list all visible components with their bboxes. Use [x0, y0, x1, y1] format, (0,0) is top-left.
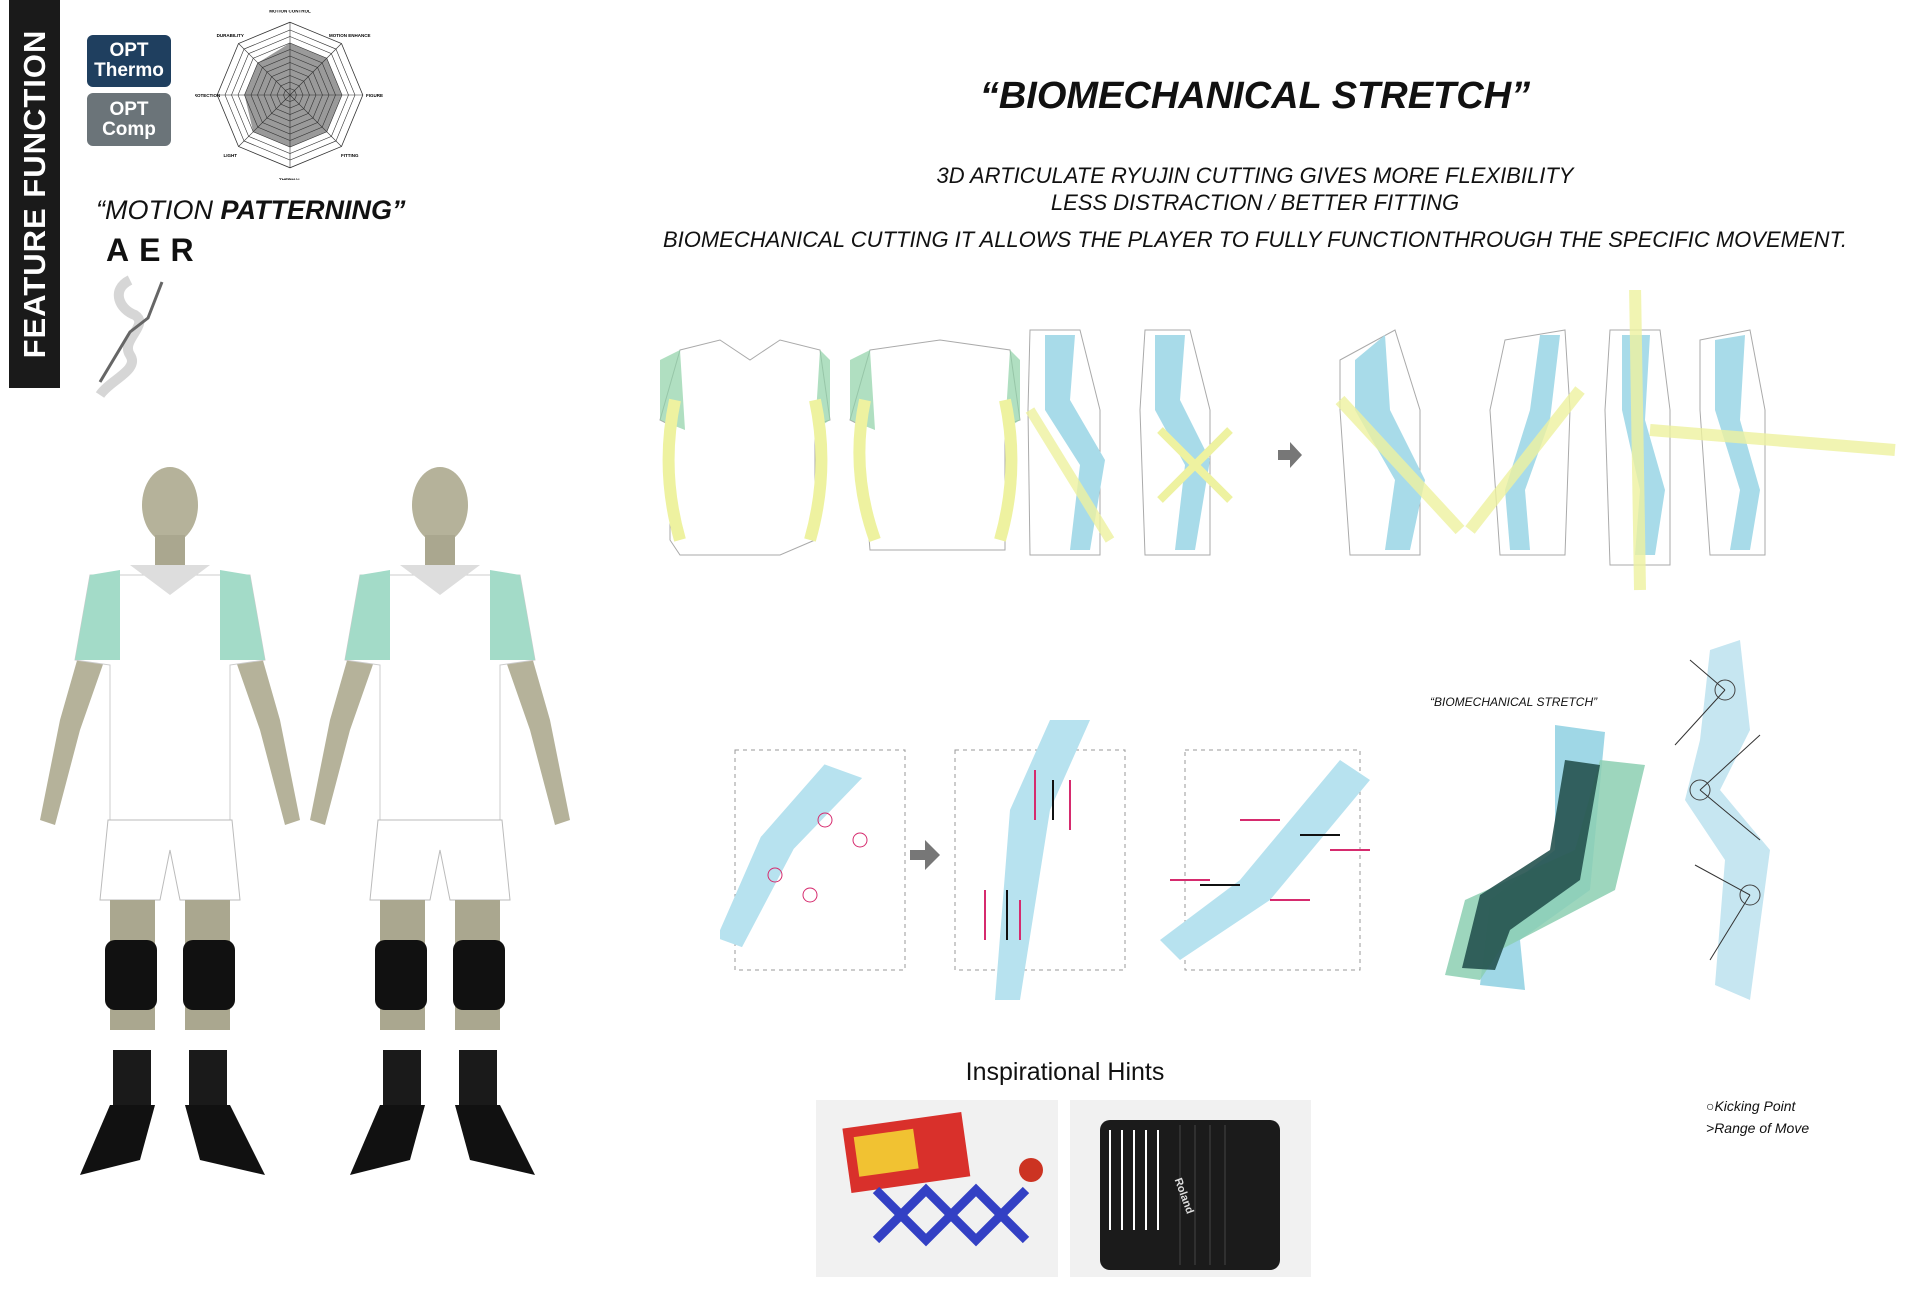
badge-line: OPT — [109, 98, 149, 120]
radar-axis-label: DURABILITY — [217, 33, 244, 38]
radar-axis-label: LIGHT — [223, 153, 237, 158]
radar-axis — [289, 43, 342, 96]
radar-axis-label: PROTECTION — [195, 93, 220, 98]
radar-axis-label: FIGURE — [366, 93, 383, 98]
jersey-front — [659, 339, 831, 556]
subtitle-line-1: 3D ARTICULATE RYUJIN CUTTING GIVES MORE … — [936, 163, 1574, 188]
radar-axis-label: MOTION ENHANCE — [329, 33, 371, 38]
stretch-diagram-label: “BIOMECHANICAL STRETCH” — [1430, 695, 1598, 709]
diagram-panel-3 — [1160, 749, 1370, 971]
radar-chart: MOTION CONTROL MOTION ENHANCE FIGURE FITTIN… — [195, 10, 383, 181]
radar-axis-label: THERMAL — [279, 178, 301, 181]
jersey-side-views — [1025, 290, 1896, 591]
biomechanical-diagrams — [720, 640, 1770, 1000]
aer-code: AER — [106, 232, 204, 268]
legend-label: Kicking Point — [1714, 1098, 1796, 1114]
radar-axis — [289, 94, 342, 147]
motion-bold: PATTERNING” — [220, 195, 406, 225]
radar-axis-label: MOTION CONTROL — [269, 10, 311, 14]
toy-extender-photo — [816, 1100, 1058, 1277]
mannequin-back — [309, 466, 571, 1176]
badge-line: Comp — [102, 118, 156, 140]
inspirational-hints-title: Inspirational Hints — [965, 1058, 1165, 1086]
diagram-panel-1 — [720, 749, 906, 971]
radar-axis-label: FITTING — [341, 153, 359, 158]
legend-range-of-move: >Range of Move — [1706, 1120, 1810, 1136]
badge-line: Thermo — [94, 60, 164, 81]
accordion-photo: Roland — [1070, 1100, 1311, 1277]
page-title: “BIOMECHANICAL STRETCH” — [979, 75, 1531, 117]
radar-axis — [238, 94, 291, 147]
subtitle-line-3: BIOMECHANICAL CUTTING IT ALLOWS THE PLAY… — [662, 227, 1848, 252]
diagram-panel-2 — [954, 720, 1126, 1000]
motion-prefix: “MOTION — [96, 195, 221, 225]
motion-patterning-heading: “MOTION PATTERNING” — [96, 195, 405, 226]
badge-line: OPT — [109, 40, 149, 61]
legend-label: Range of Move — [1714, 1120, 1810, 1136]
mannequins — [39, 466, 571, 1176]
stretch-bars — [1445, 725, 1645, 990]
arrow-right-icon — [910, 840, 940, 870]
feature-function-banner: FEATURE FUNCTION — [9, 0, 60, 388]
mannequin-front — [39, 466, 301, 1176]
legend-kicking-point: ○Kicking Point — [1706, 1098, 1796, 1114]
radar-axis — [238, 43, 291, 96]
kicking-point-diagram — [1674, 640, 1770, 1000]
subtitle-line-2: LESS DISTRACTION / BETTER FITTING — [1050, 190, 1460, 215]
arrow-right-icon — [1278, 442, 1302, 468]
dragon-motion-icon — [95, 275, 164, 399]
jersey-back — [849, 339, 1021, 551]
jersey-motion-row — [659, 290, 1896, 591]
